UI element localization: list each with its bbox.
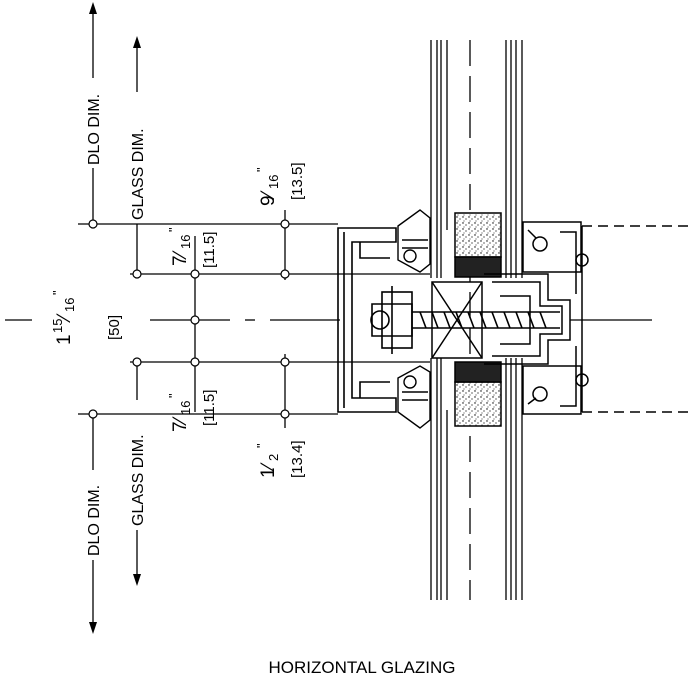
svg-text:16: 16 (178, 235, 193, 249)
svg-text:16: 16 (62, 298, 77, 312)
glass-dim-top-label: GLASS DIM. (130, 128, 147, 220)
glass-panes (430, 40, 523, 600)
dim-top-outer-mm: [13.5] (289, 162, 306, 200)
glass-dim-bottom-label: GLASS DIM. (130, 434, 147, 526)
gaskets (397, 209, 431, 429)
svg-text:": " (166, 393, 181, 398)
svg-text:7: 7 (170, 255, 191, 266)
svg-text:⁄: ⁄ (170, 416, 191, 426)
svg-text:⁄: ⁄ (258, 190, 279, 200)
svg-text:1: 1 (54, 334, 75, 345)
svg-text:": " (166, 227, 181, 232)
svg-text:7: 7 (170, 421, 191, 432)
svg-text:⁄: ⁄ (54, 313, 75, 323)
dim-top-inner-mm: [11.5] (201, 232, 218, 268)
dim-center-label: 1 15 ⁄ 16 " (50, 290, 77, 345)
dlo-dim-top-label: DLO DIM. (86, 94, 103, 165)
frame-profile (431, 221, 694, 415)
dlo-dim-bottom-label: DLO DIM. (86, 485, 103, 556)
drawing-caption: HORIZONTAL GLAZING (268, 658, 455, 677)
igu-spacers (454, 212, 502, 427)
svg-text:": " (50, 290, 65, 295)
arrowheads (89, 2, 141, 634)
svg-text:2: 2 (266, 454, 281, 461)
dim-top-inner-label: 7 ⁄ 16 " (166, 227, 193, 266)
svg-text:16: 16 (266, 175, 281, 189)
svg-text:": " (254, 167, 269, 172)
svg-text:1: 1 (258, 467, 279, 478)
svg-text:⁄: ⁄ (170, 250, 191, 260)
mullion-profile (337, 227, 560, 413)
svg-text:": " (254, 443, 269, 448)
dim-bottom-outer-mm: [13.4] (289, 440, 306, 478)
dim-bottom-outer-label: 1 ⁄ 2 " (254, 443, 281, 478)
dim-bottom-inner-label: 7 ⁄ 16 " (166, 393, 193, 432)
dim-center-mm: [50] (106, 315, 123, 340)
svg-text:15: 15 (50, 319, 65, 333)
dim-bottom-inner-mm: [11.5] (201, 390, 218, 426)
svg-text:9: 9 (258, 195, 279, 206)
dimension-dots (88, 219, 290, 419)
dim-top-outer-label: 9 ⁄ 16 " (254, 167, 281, 206)
svg-text:⁄: ⁄ (258, 462, 279, 472)
svg-text:16: 16 (178, 401, 193, 415)
